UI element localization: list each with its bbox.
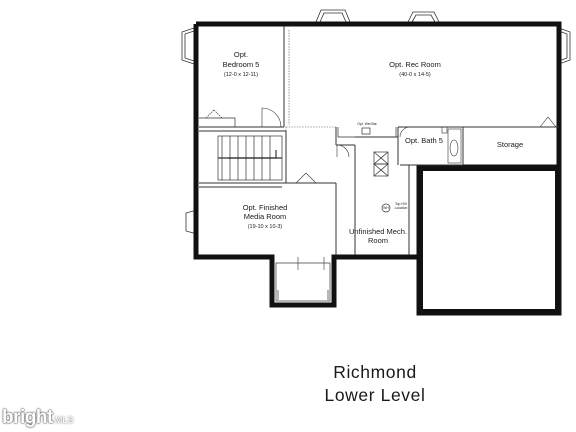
doors <box>261 107 557 270</box>
hvac-label-line2: Location <box>395 206 408 210</box>
water-heater-label: WH <box>383 206 389 210</box>
bedroom5-dimensions: (12-0 x 12-11) <box>224 72 258 78</box>
bedroom-closet <box>199 109 236 127</box>
interior-walls <box>199 26 559 255</box>
open-boundaries <box>285 30 336 131</box>
watermark-suffix: MLS <box>54 415 74 425</box>
plan-subtitle: Lower Level <box>324 385 426 405</box>
bay-window-top-right <box>407 11 440 23</box>
bay-window-top-left <box>315 9 351 23</box>
media-room-label-line1: Opt. Finished <box>243 203 288 212</box>
rec-room-dimensions: (40-0 x 14-5) <box>399 72 431 78</box>
storage-lower-block <box>419 167 559 313</box>
window-right-upper <box>558 27 571 65</box>
bath5-label: Opt. Bath 5 <box>405 136 443 145</box>
mech-room-label-line1: Unfinished Mech. <box>349 227 407 236</box>
egress-well <box>275 262 331 302</box>
watermark-brand: bright <box>2 407 53 428</box>
media-room-label-line2: Media Room <box>244 212 287 221</box>
mech-equipment <box>373 151 391 213</box>
wet-bar <box>337 127 397 138</box>
staircase <box>217 135 283 181</box>
storage-label: Storage <box>497 140 523 149</box>
wet-bar-label: Opt. Wet Bar <box>357 122 377 126</box>
bedroom5-label-line1: Opt. <box>234 50 248 59</box>
mech-room-label-line2: Room <box>368 236 388 245</box>
hvac-label-line1: Top HVI <box>395 202 407 206</box>
bath-fixtures <box>441 126 462 164</box>
media-room-dimensions: (19-10 x 10-3) <box>248 224 283 230</box>
bedroom5-label-line2: Bedroom 5 <box>223 60 260 69</box>
rec-room-label: Opt. Rec Room <box>389 60 441 69</box>
window-left-lower <box>185 209 198 235</box>
bright-mls-watermark: bright MLS <box>0 404 78 432</box>
plan-title: Richmond <box>333 362 417 382</box>
window-left-upper <box>181 27 195 65</box>
